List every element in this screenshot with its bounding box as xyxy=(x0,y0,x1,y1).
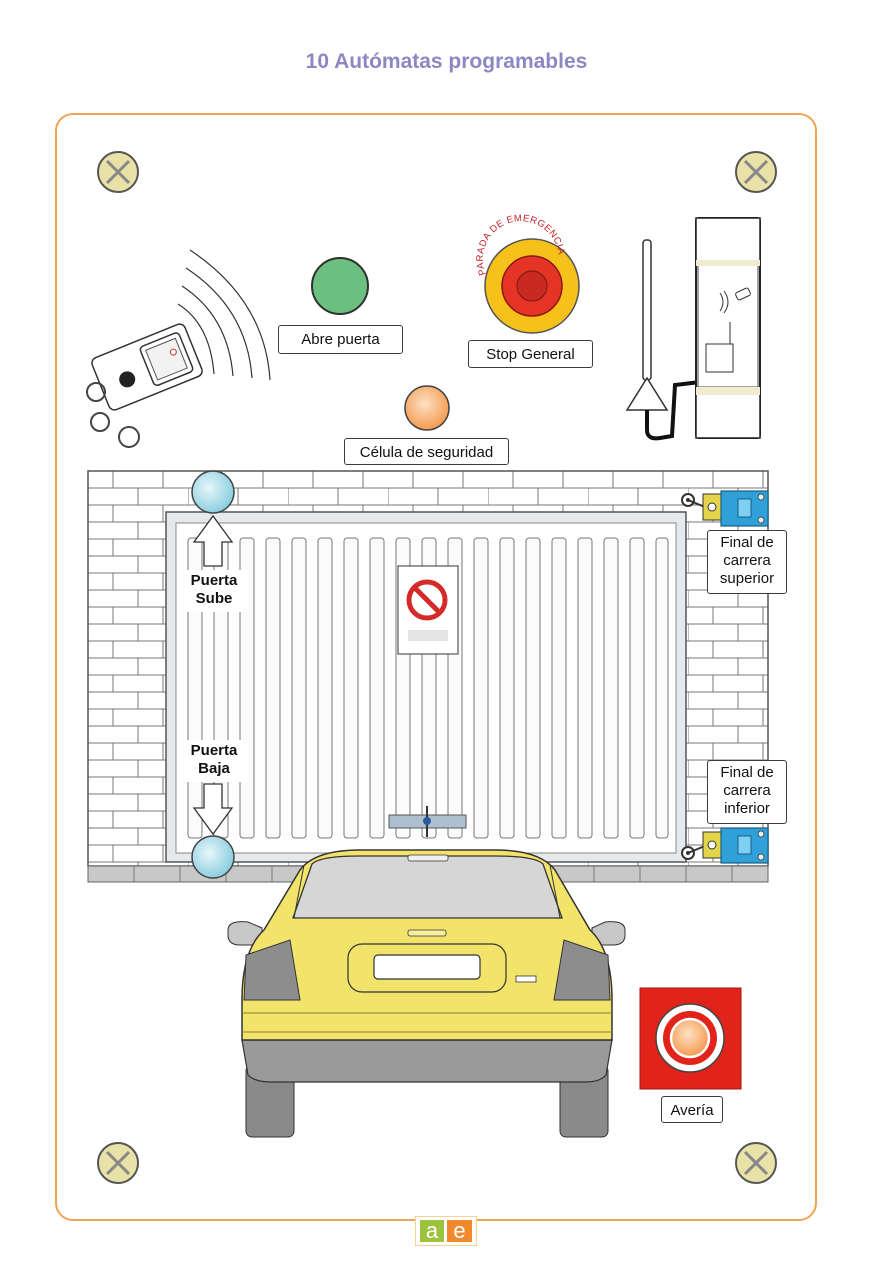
upper-photocell-icon xyxy=(191,470,235,514)
fault-label: Avería xyxy=(661,1096,723,1123)
arrow-down-icon xyxy=(192,783,234,836)
upper-limit-label: Final de carrera superior xyxy=(707,530,787,594)
page-title: 10 Autómatas programables xyxy=(305,50,588,73)
lower-photocell-icon xyxy=(191,835,235,879)
door-down-label: Puerta Baja xyxy=(180,740,248,782)
lower-limit-switch-icon xyxy=(681,827,769,864)
car-icon xyxy=(227,849,626,1138)
screw-icon xyxy=(735,1142,777,1184)
safety-cell-label: Célula de seguridad xyxy=(344,438,509,465)
remote-control-icon xyxy=(86,249,271,448)
screw-icon xyxy=(97,1142,139,1184)
arrow-up-icon xyxy=(192,514,234,567)
lower-limit-label: Final de carrera inferior xyxy=(707,760,787,824)
no-entry-sign-icon xyxy=(397,565,459,655)
fault-lamp-icon xyxy=(639,987,742,1090)
screw-icon xyxy=(97,151,139,193)
logo-letter-e: e xyxy=(453,1218,466,1243)
safety-cell-lamp-icon xyxy=(404,385,450,431)
emergency-stop-icon xyxy=(484,238,580,334)
stop-general-label: Stop General xyxy=(468,340,593,368)
open-door-label: Abre puerta xyxy=(278,325,403,354)
open-door-button-icon xyxy=(311,257,369,315)
screw-icon xyxy=(735,151,777,193)
upper-limit-switch-icon xyxy=(681,490,769,527)
antenna-receiver-icon xyxy=(625,217,761,441)
logo-letter-a: a xyxy=(425,1218,439,1243)
door-up-label: Puerta Sube xyxy=(180,570,248,612)
ae-logo: a e xyxy=(415,1216,477,1246)
garage-door xyxy=(165,511,687,863)
